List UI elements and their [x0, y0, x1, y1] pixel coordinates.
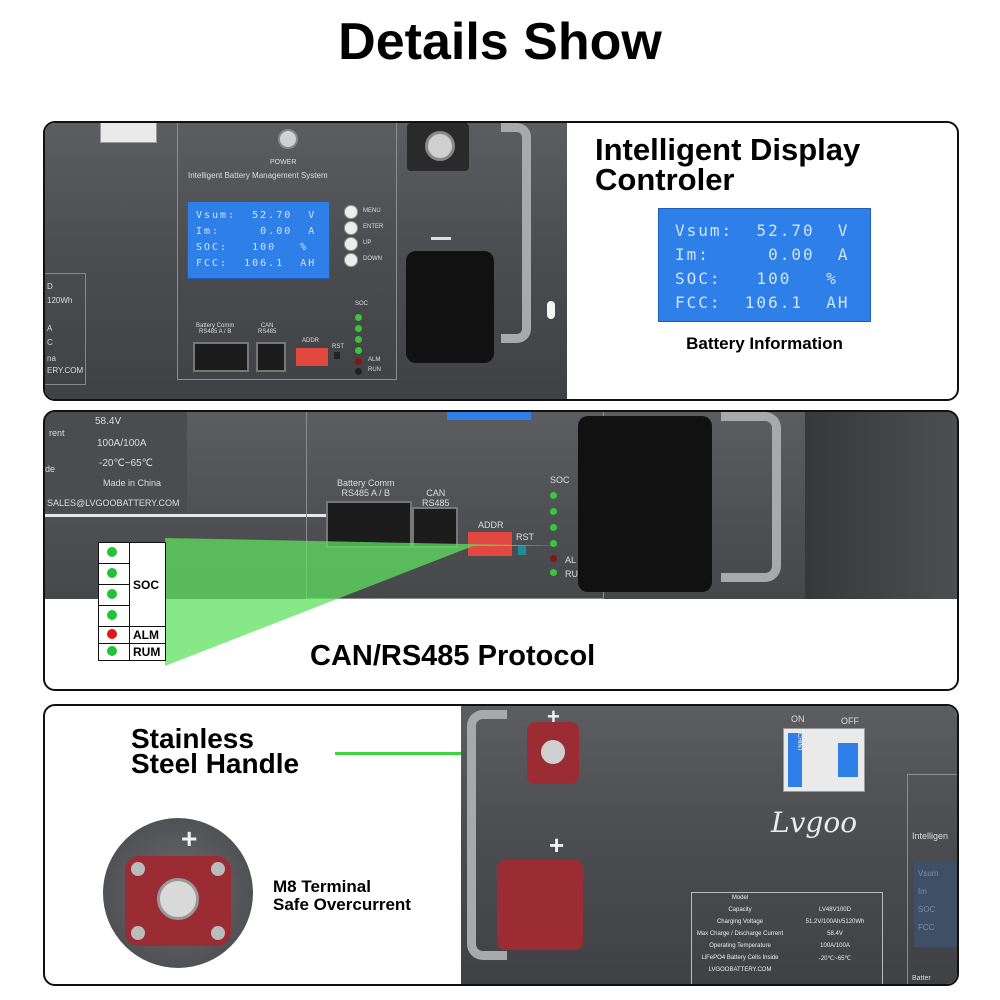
- handle: [467, 710, 507, 960]
- menu-button[interactable]: [344, 205, 358, 219]
- screw-icon: [131, 926, 145, 940]
- power-label: POWER: [270, 159, 297, 166]
- panel3-heading: Stainless Steel Handle: [131, 723, 300, 779]
- battery-side-photo: + + ON OFF CHINT Lvgoo Intelligen Vsum I…: [461, 706, 957, 984]
- handle-pointer-line: [335, 752, 465, 755]
- terminal-caption: M8 Terminal Safe Overcurrent: [273, 877, 411, 914]
- soc-dot-icon: [107, 547, 117, 557]
- run-led: [550, 569, 557, 576]
- label-edge: [45, 514, 341, 517]
- reset-button[interactable]: [334, 352, 340, 359]
- breaker-switch[interactable]: [838, 743, 858, 777]
- down-button[interactable]: [344, 253, 358, 267]
- spec-label-area: rent de 58.4V 100A/100A -20℃~65℃ Made in…: [45, 412, 187, 512]
- can-port[interactable]: [256, 342, 286, 372]
- power-button[interactable]: [278, 129, 298, 149]
- screw-icon: [211, 862, 225, 876]
- terminal-plate: [527, 722, 579, 784]
- bms-title: Intelligent Battery Management System: [188, 171, 328, 180]
- soc-led-3: [355, 336, 362, 343]
- bms-panel-edge: Intelligen Vsum Im SOC FCC Batter: [907, 774, 957, 984]
- rs485-port[interactable]: [193, 342, 249, 372]
- battery-front-photo: D 120Wh A C na ERY.COM POWER Intelligent…: [45, 123, 567, 399]
- legend-soc-label: SOC: [129, 542, 166, 627]
- alm-dot-icon: [107, 629, 117, 639]
- panel2-heading: CAN/RS485 Protocol: [310, 640, 596, 672]
- bolt-icon: [541, 740, 565, 764]
- panel-can-protocol: rent de 58.4V 100A/100A -20℃~65℃ Made in…: [43, 410, 959, 691]
- lcd-edge: Vsum Im SOC FCC: [914, 861, 957, 947]
- addr-dip-switch[interactable]: [468, 532, 512, 556]
- run-led: [355, 368, 362, 375]
- spec-row: Operating Temperature 100A/100A: [709, 943, 850, 949]
- indicator-beam: [165, 538, 565, 666]
- legend-alm-label: ALM: [129, 626, 166, 644]
- alm-led: [550, 555, 557, 562]
- can-port[interactable]: [412, 507, 458, 548]
- spec-row: Capacity LV48V100D: [728, 907, 851, 913]
- terminal-closeup: +: [103, 818, 253, 968]
- soc-led-1: [355, 314, 362, 321]
- screw-icon: [211, 926, 225, 940]
- brand-logo: Lvgoo: [771, 806, 858, 839]
- breaker-icon: [100, 123, 157, 143]
- panel-handle-terminal: Stainless Steel Handle + M8 Terminal Saf…: [43, 704, 959, 986]
- soc-led-3: [550, 524, 557, 531]
- up-button[interactable]: [344, 237, 358, 251]
- terminal-cap: [578, 416, 712, 592]
- spec-row: LVGOOBATTERY.COM: [708, 967, 772, 973]
- soc-led-4: [355, 347, 362, 354]
- spec-row: Model: [731, 895, 749, 901]
- soc-dot-icon: [107, 610, 117, 620]
- terminal-bolt-icon: [425, 131, 455, 161]
- legend-run-label: RUM: [129, 643, 166, 661]
- soc-led-2: [550, 508, 557, 515]
- spec-label-fragment: D 120Wh A C na ERY.COM: [45, 273, 86, 385]
- panel1-heading: Intelligent Display Controler: [595, 132, 861, 197]
- device-lcd: Vsum: 52.70 V Im: 0.00 A SOC: 100 % FCC:…: [187, 201, 330, 279]
- spec-row: LiFePO4 Battery Cells Inside -20℃~65℃: [701, 955, 852, 962]
- addr-dip-switch[interactable]: [296, 348, 328, 366]
- bolt-icon: [157, 878, 199, 920]
- bms-panel: POWER Intelligent Battery Management Sys…: [177, 123, 397, 380]
- soc-dot-icon: [107, 568, 117, 578]
- lcd-caption: Battery Information: [686, 334, 843, 353]
- soc-dot-icon: [107, 589, 117, 599]
- enter-button[interactable]: [344, 221, 358, 235]
- alm-led: [355, 358, 362, 365]
- handle: [501, 123, 531, 343]
- terminal-cap: [406, 251, 494, 363]
- soc-led-4: [550, 540, 557, 547]
- led-legend: SOC ALM RUM: [98, 542, 166, 661]
- run-dot-icon: [107, 646, 117, 656]
- terminal-plate: [125, 856, 231, 946]
- soc-led-1: [550, 492, 557, 499]
- screw-icon: [131, 862, 145, 876]
- panel-display-controller: D 120Wh A C na ERY.COM POWER Intelligent…: [43, 121, 959, 401]
- spec-table: Model Capacity LV48V100D Charging Voltag…: [692, 895, 882, 979]
- terminal-cap: [497, 860, 583, 950]
- reset-button[interactable]: [518, 546, 526, 555]
- terminal-block: [407, 123, 469, 171]
- page-title: Details Show: [338, 13, 662, 71]
- circuit-breaker[interactable]: CHINT: [783, 728, 865, 792]
- lcd-closeup: Vsum: 52.70 V Im: 0.00 A SOC: 100 % FCC:…: [658, 208, 871, 322]
- spec-row: Max Charge / Discharge Current 58.4V: [696, 931, 843, 937]
- mount-slot: [547, 301, 555, 319]
- spec-row: Charging Voltage 51.2V/100Ah/5120Wh: [716, 919, 865, 925]
- lcd-edge: [447, 412, 531, 420]
- minus-sign: [431, 237, 451, 240]
- spec-label: Model Capacity LV48V100D Charging Voltag…: [691, 892, 883, 984]
- handle: [721, 412, 781, 582]
- soc-led-2: [355, 325, 362, 332]
